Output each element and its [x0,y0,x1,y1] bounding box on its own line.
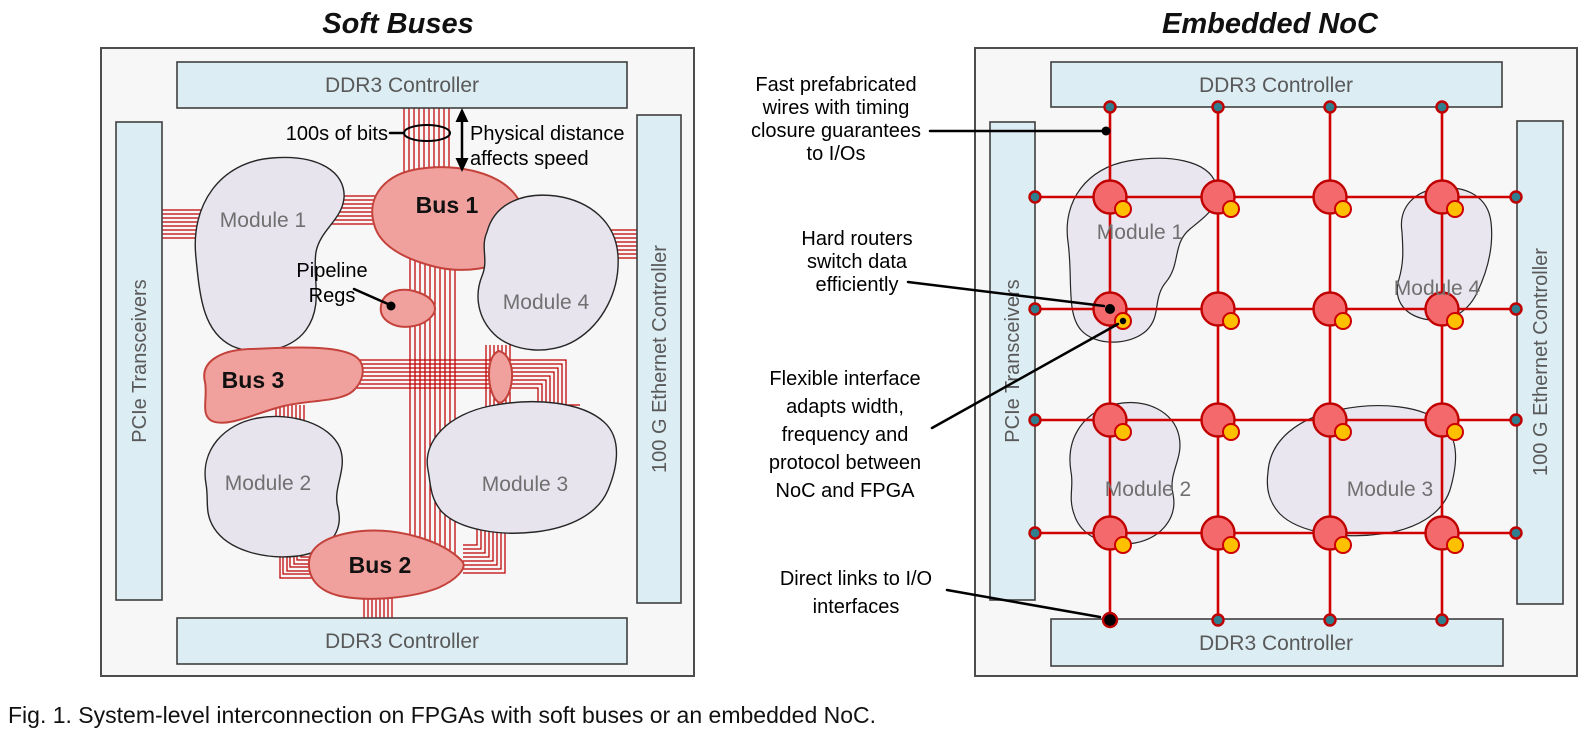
flexible-line3: frequency and [782,424,909,446]
figure-caption: Fig. 1. System-level interconnection on … [8,702,876,728]
direct-links-line2: interfaces [813,596,900,618]
pipeline-label-2: Regs [309,285,356,307]
flexible-line2: adapts width, [786,396,904,418]
hard-routers-pointer [906,280,1106,308]
distance-double-arrow [455,108,469,172]
ddr3-top-right-label: DDR3 Controller [1199,74,1353,97]
fast-wires-line3: closure guarantees [751,120,921,142]
flexible-line5: NoC and FPGA [776,480,916,502]
bits-ellipse [403,124,451,142]
bus-3-label: Bus 3 [222,367,285,393]
module-3-blob [426,401,618,534]
flexible-pointer [930,322,1120,430]
flexible-line1: Flexible interface [769,368,920,390]
fpga-outline-right [974,47,1578,677]
noc-module-3-label: Module 3 [1347,478,1433,501]
noc-module-1-label: Module 1 [1097,221,1183,244]
ethernet-left-label: 100 G Ethernet Controller [649,245,671,473]
pcie-left-label: PCIe Transceivers [129,279,151,442]
ethernet-controller-left [636,114,682,604]
module-1-label: Module 1 [220,209,306,232]
ethernet-controller-right [1516,120,1564,605]
hard-routers-line1: Hard routers [801,228,912,250]
distance-label-1: Physical distance [470,123,625,145]
fast-wires-line2: wires with timing [762,97,910,119]
pcie-transceivers-left [115,121,163,601]
noc-routers [1092,179,1464,554]
fast-wires-line1: Fast prefabricated [755,74,916,96]
hard-routers-line3: efficiently [815,274,898,296]
pipeline-teardrop-blob [487,349,514,405]
ddr3-top-left-label: DDR3 Controller [325,74,479,97]
fast-wires-dot [1101,126,1111,136]
ddr3-bottom-left-label: DDR3 Controller [325,630,479,653]
module-2-label: Module 2 [225,472,311,495]
module-2-blob [204,415,343,558]
module-4-blob [477,194,619,351]
soft-buses-title: Soft Buses [322,8,473,40]
bus-1-label: Bus 1 [416,192,479,218]
embedded-noc-title: Embedded NoC [1162,8,1379,40]
hard-router-highlight [1092,291,1132,330]
module-3-label: Module 3 [482,473,568,496]
pipeline-regs-blob [379,288,436,328]
ddr3-bottom-right-label: DDR3 Controller [1199,632,1353,655]
direct-links-pointer [945,588,1102,619]
direct-link-dot [1101,611,1119,629]
hard-routers-line2: switch data [807,251,908,273]
embedded-noc-panel: DDR3 Controller DDR3 Controller PCIe Tra… [974,8,1578,677]
ethernet-right-label: 100 G Ethernet Controller [1530,248,1552,476]
noc-io-dots [1028,100,1523,629]
pcie-transceivers-right [989,121,1036,601]
bus-2-label: Bus 2 [349,552,412,578]
module-4-label: Module 4 [503,291,590,314]
bus-3-blob [203,346,364,424]
ddr3-controller-top-right [1050,61,1503,108]
direct-links-line1: Direct links to I/O [780,568,932,590]
ddr3-controller-bottom-right [1050,618,1504,667]
pipeline-pointer-dot [386,301,396,311]
soft-buses-panel: DDR3 Controller DDR3 Controller PCIe Tra… [100,8,695,677]
distance-label-2: affects speed [470,148,589,170]
ddr3-controller-bottom-left [176,617,628,665]
fast-wires-line4: to I/Os [807,143,866,165]
ddr3-controller-top-left [176,61,628,109]
pcie-right-label: PCIe Transceivers [1002,279,1024,442]
bus-2-blob [307,529,465,600]
noc-module-2-label: Module 2 [1105,478,1191,501]
flexible-line4: protocol between [769,452,921,474]
pipeline-label-1: Pipeline [296,260,367,282]
module-1-blob [194,156,345,352]
pipeline-pointer-line [352,287,390,306]
noc-module-4-label: Module 4 [1394,277,1481,300]
noc-annotations: Fast prefabricated wires with timing clo… [751,74,1120,619]
bits-label: 100s of bits [286,123,388,145]
